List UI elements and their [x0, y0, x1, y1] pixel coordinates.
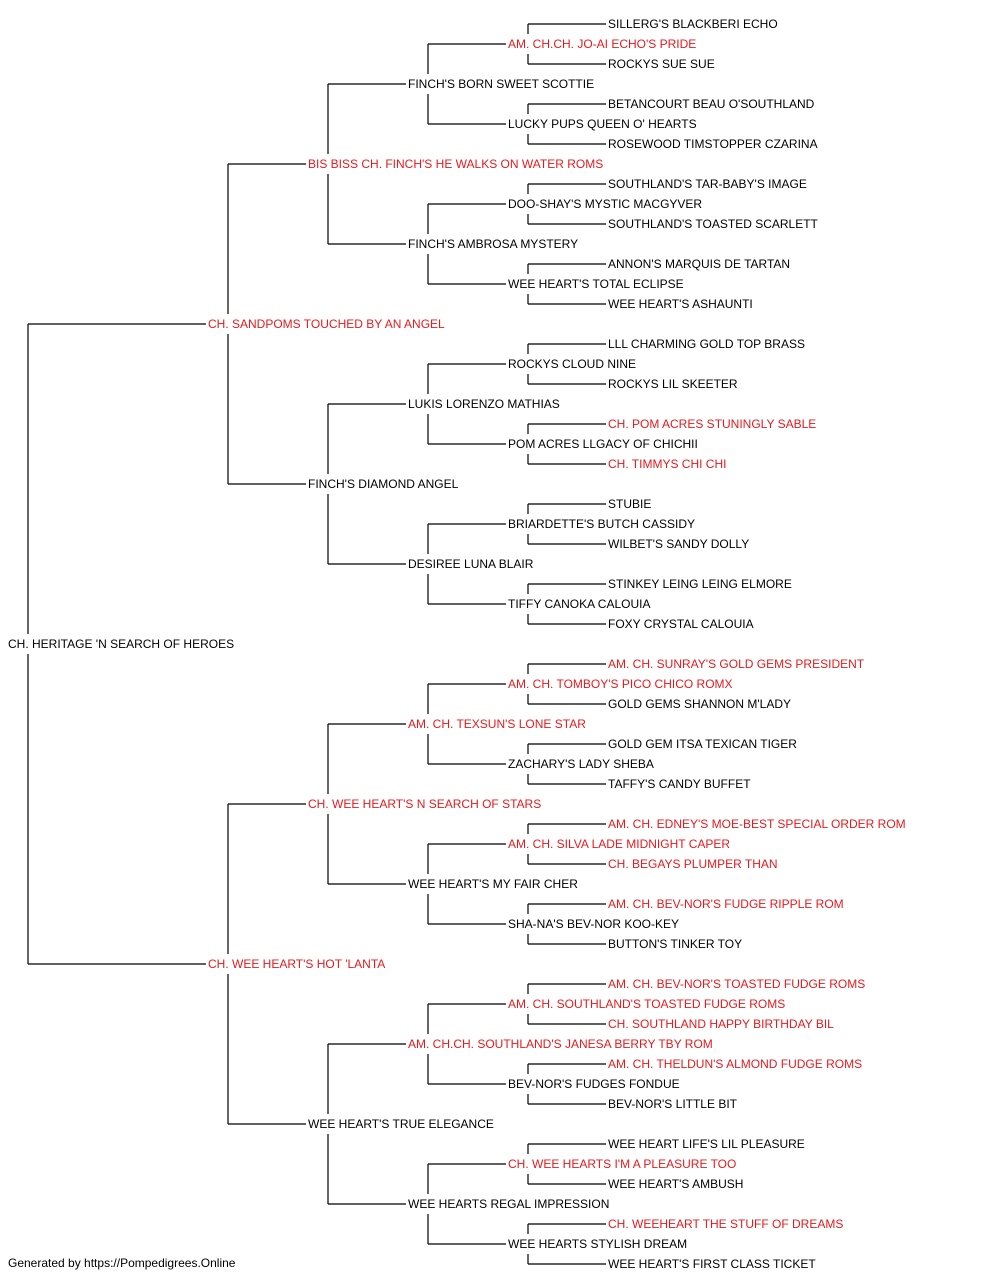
ancestor-name: AM. CH. EDNEY'S MOE-BEST SPECIAL ORDER R…	[608, 817, 906, 831]
ancestor-name: LUKIS LORENZO MATHIAS	[408, 397, 560, 411]
ancestor-name: CH. POM ACRES STUNINGLY SABLE	[608, 417, 816, 431]
ancestor-name: WEE HEART'S TOTAL ECLIPSE	[508, 277, 684, 291]
ancestor-name: TAFFY'S CANDY BUFFET	[608, 777, 751, 791]
ancestor-name: WEE HEARTS STYLISH DREAM	[508, 1237, 687, 1251]
ancestor-name: CH. WEE HEARTS I'M A PLEASURE TOO	[508, 1157, 736, 1171]
ancestor-name: SHA-NA'S BEV-NOR KOO-KEY	[508, 917, 679, 931]
ancestor-name: ROCKYS CLOUD NINE	[508, 357, 636, 371]
ancestor-name: LUCKY PUPS QUEEN O' HEARTS	[508, 117, 697, 131]
ancestor-name: ZACHARY'S LADY SHEBA	[508, 757, 654, 771]
ancestor-name: ROSEWOOD TIMSTOPPER CZARINA	[608, 137, 818, 151]
ancestor-name: AM. CH. THELDUN'S ALMOND FUDGE ROMS	[608, 1057, 862, 1071]
ancestor-name: SILLERG'S BLACKBERI ECHO	[608, 17, 778, 31]
ancestor-name: AM. CH. TEXSUN'S LONE STAR	[408, 717, 586, 731]
ancestor-name: STUBIE	[608, 497, 651, 511]
generated-by-footer: Generated by https://Pompedigrees.Online	[8, 1256, 236, 1270]
ancestor-name: TIFFY CANOKA CALOUIA	[508, 597, 650, 611]
ancestor-name: CH. TIMMYS CHI CHI	[608, 457, 726, 471]
ancestor-name: SOUTHLAND'S TOASTED SCARLETT	[608, 217, 819, 231]
ancestor-name: CH. SOUTHLAND HAPPY BIRTHDAY BIL	[608, 1017, 834, 1031]
ancestor-name: DESIREE LUNA BLAIR	[408, 557, 534, 571]
ancestor-name: BUTTON'S TINKER TOY	[608, 937, 742, 951]
ancestor-name: WEE HEARTS REGAL IMPRESSION	[408, 1197, 609, 1211]
ancestor-name: BETANCOURT BEAU O'SOUTHLAND	[608, 97, 815, 111]
ancestor-name: BRIARDETTE'S BUTCH CASSIDY	[508, 517, 695, 531]
ancestor-name: BEV-NOR'S LITTLE BIT	[608, 1097, 738, 1111]
ancestor-name: AM. CH.CH. SOUTHLAND'S JANESA BERRY TBY …	[408, 1037, 713, 1051]
ancestor-name: AM. CH. TOMBOY'S PICO CHICO ROMX	[508, 677, 733, 691]
ancestor-name: CH. BEGAYS PLUMPER THAN	[608, 857, 778, 871]
ancestor-name: ANNON'S MARQUIS DE TARTAN	[608, 257, 790, 271]
dog-names: CH. HERITAGE 'N SEARCH OF HEROES CH. SAND…	[8, 17, 906, 1271]
ancestor-name: AM. CH.CH. JO-AI ECHO'S PRIDE	[508, 37, 696, 51]
ancestor-name: WEE HEART'S TRUE ELEGANCE	[308, 1117, 494, 1131]
ancestor-name: WEE HEART'S AMBUSH	[608, 1177, 743, 1191]
ancestor-name: ROCKYS LIL SKEETER	[608, 377, 738, 391]
ancestor-name: CH. WEE HEART'S N SEARCH OF STARS	[308, 797, 541, 811]
ancestor-name: FINCH'S BORN SWEET SCOTTIE	[408, 77, 594, 91]
ancestor-name: WILBET'S SANDY DOLLY	[608, 537, 749, 551]
ancestor-name: WEE HEART'S MY FAIR CHER	[408, 877, 578, 891]
ancestor-name: FINCH'S AMBROSA MYSTERY	[408, 237, 578, 251]
ancestor-name: DOO-SHAY'S MYSTIC MACGYVER	[508, 197, 702, 211]
ancestor-name: FINCH'S DIAMOND ANGEL	[308, 477, 459, 491]
ancestor-name: SOUTHLAND'S TAR-BABY'S IMAGE	[608, 177, 807, 191]
ancestor-name: AM. CH. SILVA LADE MIDNIGHT CAPER	[508, 837, 730, 851]
ancestor-name: POM ACRES LLGACY OF CHICHII	[508, 437, 698, 451]
ancestor-name: AM. CH. SOUTHLAND'S TOASTED FUDGE ROMS	[508, 997, 785, 1011]
ancestor-name: STINKEY LEING LEING ELMORE	[608, 577, 792, 591]
ancestor-name: ROCKYS SUE SUE	[608, 57, 715, 71]
ancestor-name: GOLD GEMS SHANNON M'LADY	[608, 697, 791, 711]
ancestor-name: BEV-NOR'S FUDGES FONDUE	[508, 1077, 680, 1091]
ancestor-name: CH. WEE HEART'S HOT 'LANTA	[208, 957, 385, 971]
ancestor-name: LLL CHARMING GOLD TOP BRASS	[608, 337, 805, 351]
ancestor-name: WEE HEART LIFE'S LIL PLEASURE	[608, 1137, 805, 1151]
ancestor-name: FOXY CRYSTAL CALOUIA	[608, 617, 754, 631]
ancestor-name: GOLD GEM ITSA TEXICAN TIGER	[608, 737, 797, 751]
ancestor-name: CH. WEEHEART THE STUFF OF DREAMS	[608, 1217, 843, 1231]
ancestor-name: AM. CH. SUNRAY'S GOLD GEMS PRESIDENT	[608, 657, 865, 671]
ancestor-name: WEE HEART'S FIRST CLASS TICKET	[608, 1257, 816, 1271]
ancestor-name: AM. CH. BEV-NOR'S TOASTED FUDGE ROMS	[608, 977, 865, 991]
ancestor-name: CH. SANDPOMS TOUCHED BY AN ANGEL	[208, 317, 445, 331]
subject-dog-name: CH. HERITAGE 'N SEARCH OF HEROES	[8, 637, 234, 651]
ancestor-name: WEE HEART'S ASHAUNTI	[608, 297, 753, 311]
ancestor-name: BIS BISS CH. FINCH'S HE WALKS ON WATER R…	[308, 157, 603, 171]
ancestor-name: AM. CH. BEV-NOR'S FUDGE RIPPLE ROM	[608, 897, 844, 911]
connector-lines	[27, 23, 606, 1265]
